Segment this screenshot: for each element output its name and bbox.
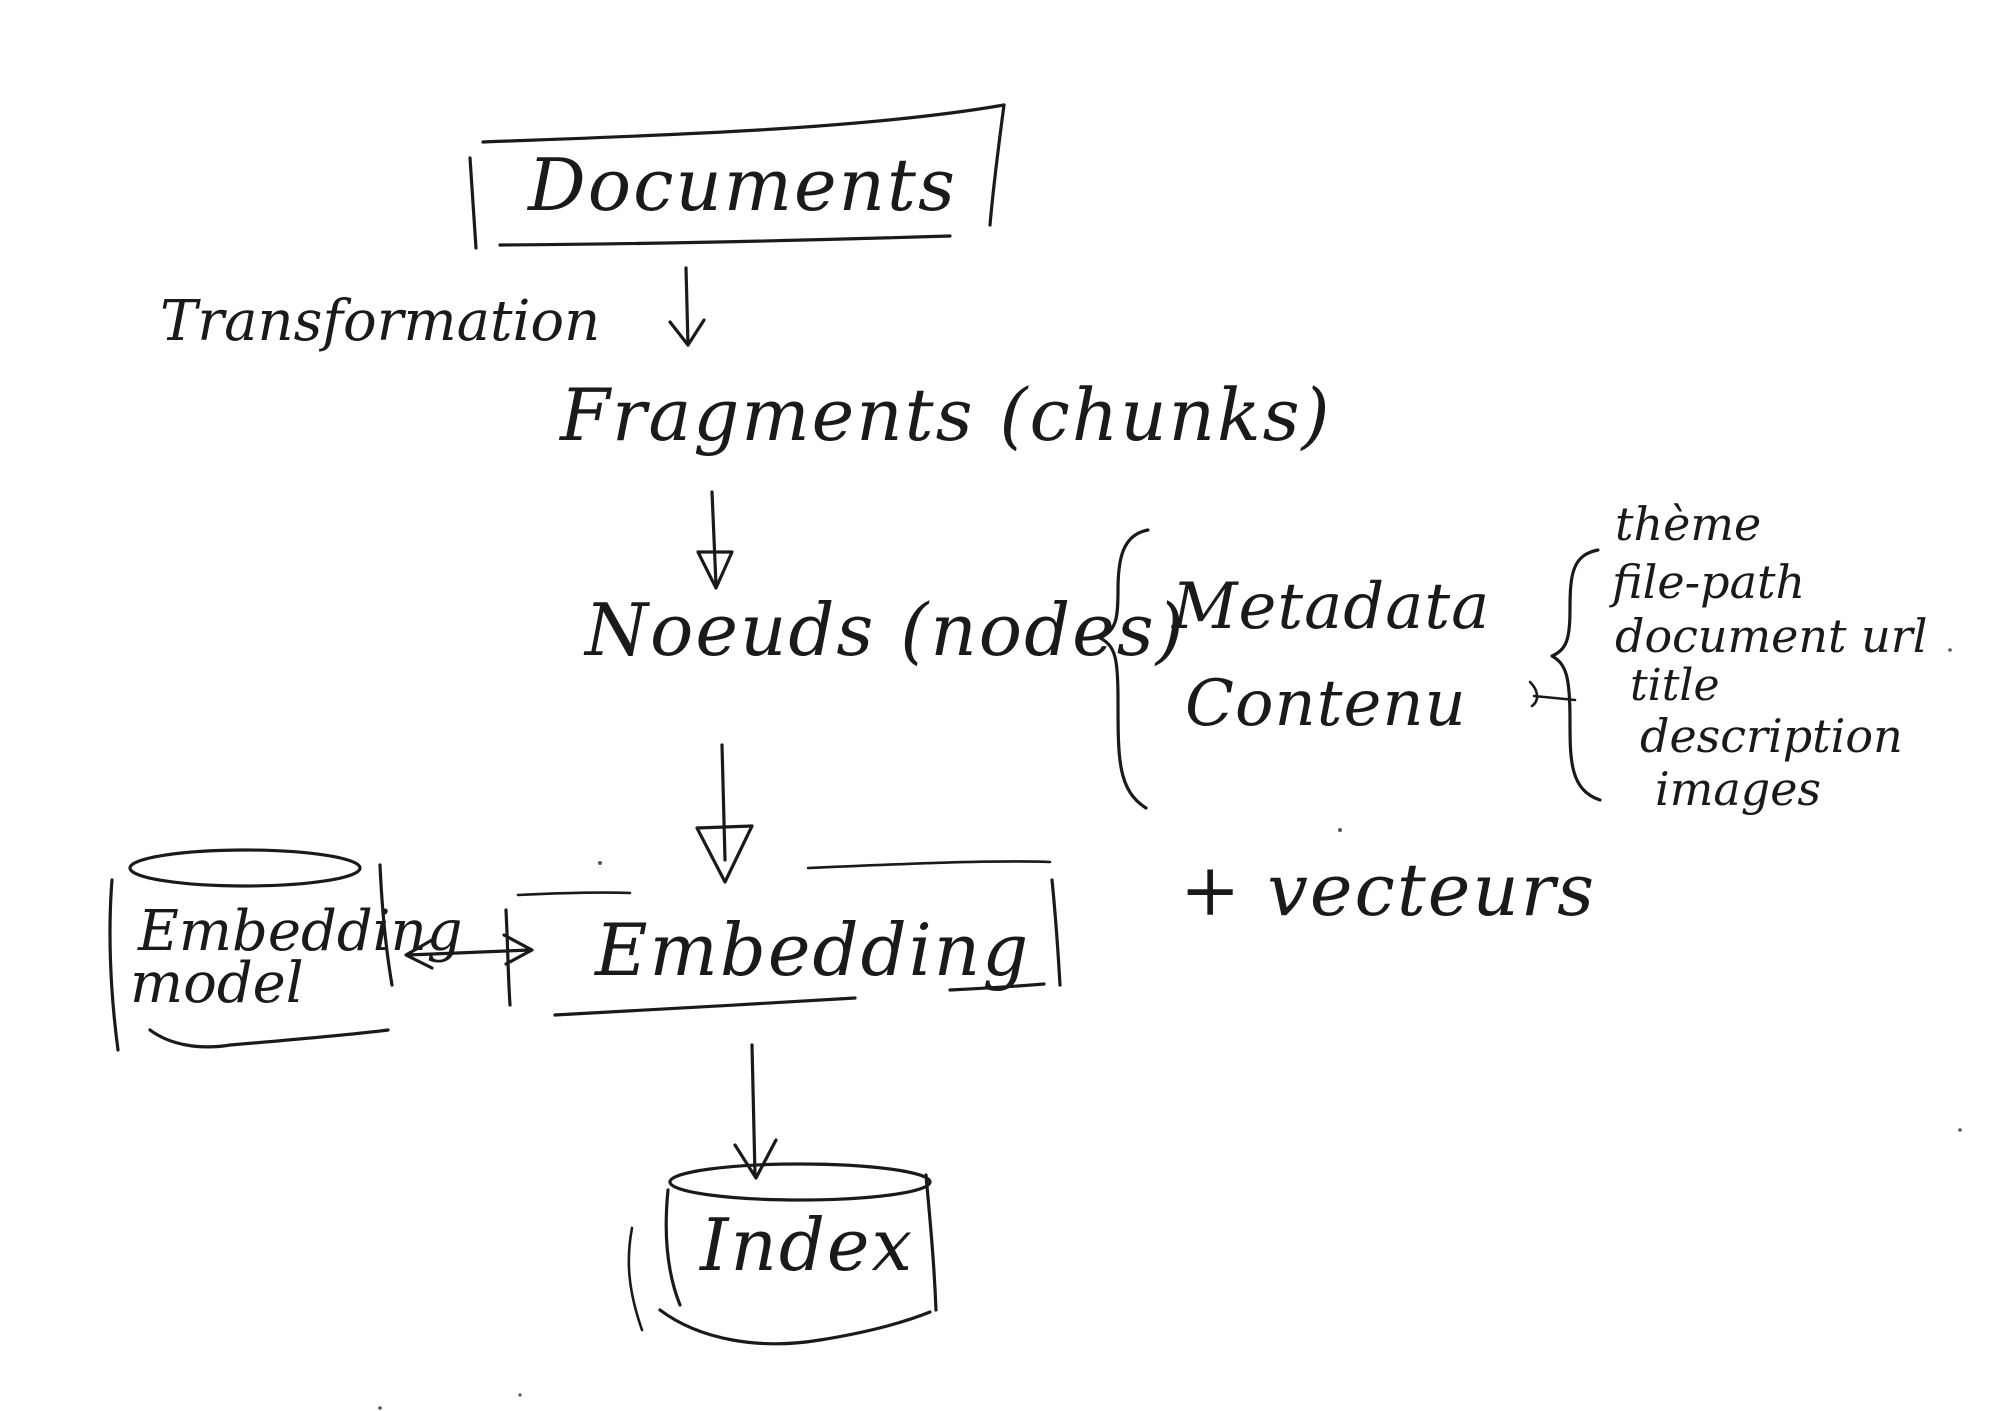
arrow-documents-to-fragments: [668, 266, 706, 347]
metadata-field: thème: [1615, 497, 1761, 551]
metadata-field: description: [1640, 709, 1903, 763]
contenu-label: Contenu: [1185, 667, 1467, 741]
right-brace-icon: [1550, 548, 1602, 802]
documents-box: [468, 103, 1006, 250]
embedding-label: Embedding: [593, 908, 1030, 992]
index-label: Index: [698, 1203, 914, 1287]
index-cylinder: [627, 1162, 938, 1346]
metadata-field: images: [1655, 762, 1821, 816]
arrow-embedding-to-index: [733, 1043, 778, 1180]
documents-label: Documents: [526, 143, 957, 227]
double-arrow-icon: [404, 933, 534, 970]
metadata-field: file-path: [1609, 555, 1805, 609]
embedding-model-label-line1: Embedding: [137, 899, 463, 964]
metadata-field: title: [1630, 660, 1720, 711]
noeuds-label: Noeuds (nodes): [583, 588, 1186, 672]
embedding-model-label-line2: model: [130, 951, 304, 1016]
metadata-fields-list: thème file-path document url title descr…: [1609, 497, 1927, 816]
vecteurs-label: + vecteurs: [1180, 848, 1596, 932]
embedding-model-cylinder: [108, 848, 394, 1052]
metadata-label: Metadata: [1171, 570, 1490, 644]
paper-specks: [378, 648, 1962, 1410]
transformation-label: Transformation: [160, 289, 600, 354]
arrow-fragments-to-noeuds: [696, 490, 734, 590]
metadata-field: document url: [1615, 609, 1927, 663]
fragments-label: Fragments (chunks): [558, 373, 1332, 457]
left-brace-icon: [1098, 528, 1150, 810]
embedding-box: [504, 860, 1062, 1017]
arrow-noeuds-to-embedding: [695, 743, 754, 884]
brace-connector: [1528, 680, 1577, 708]
